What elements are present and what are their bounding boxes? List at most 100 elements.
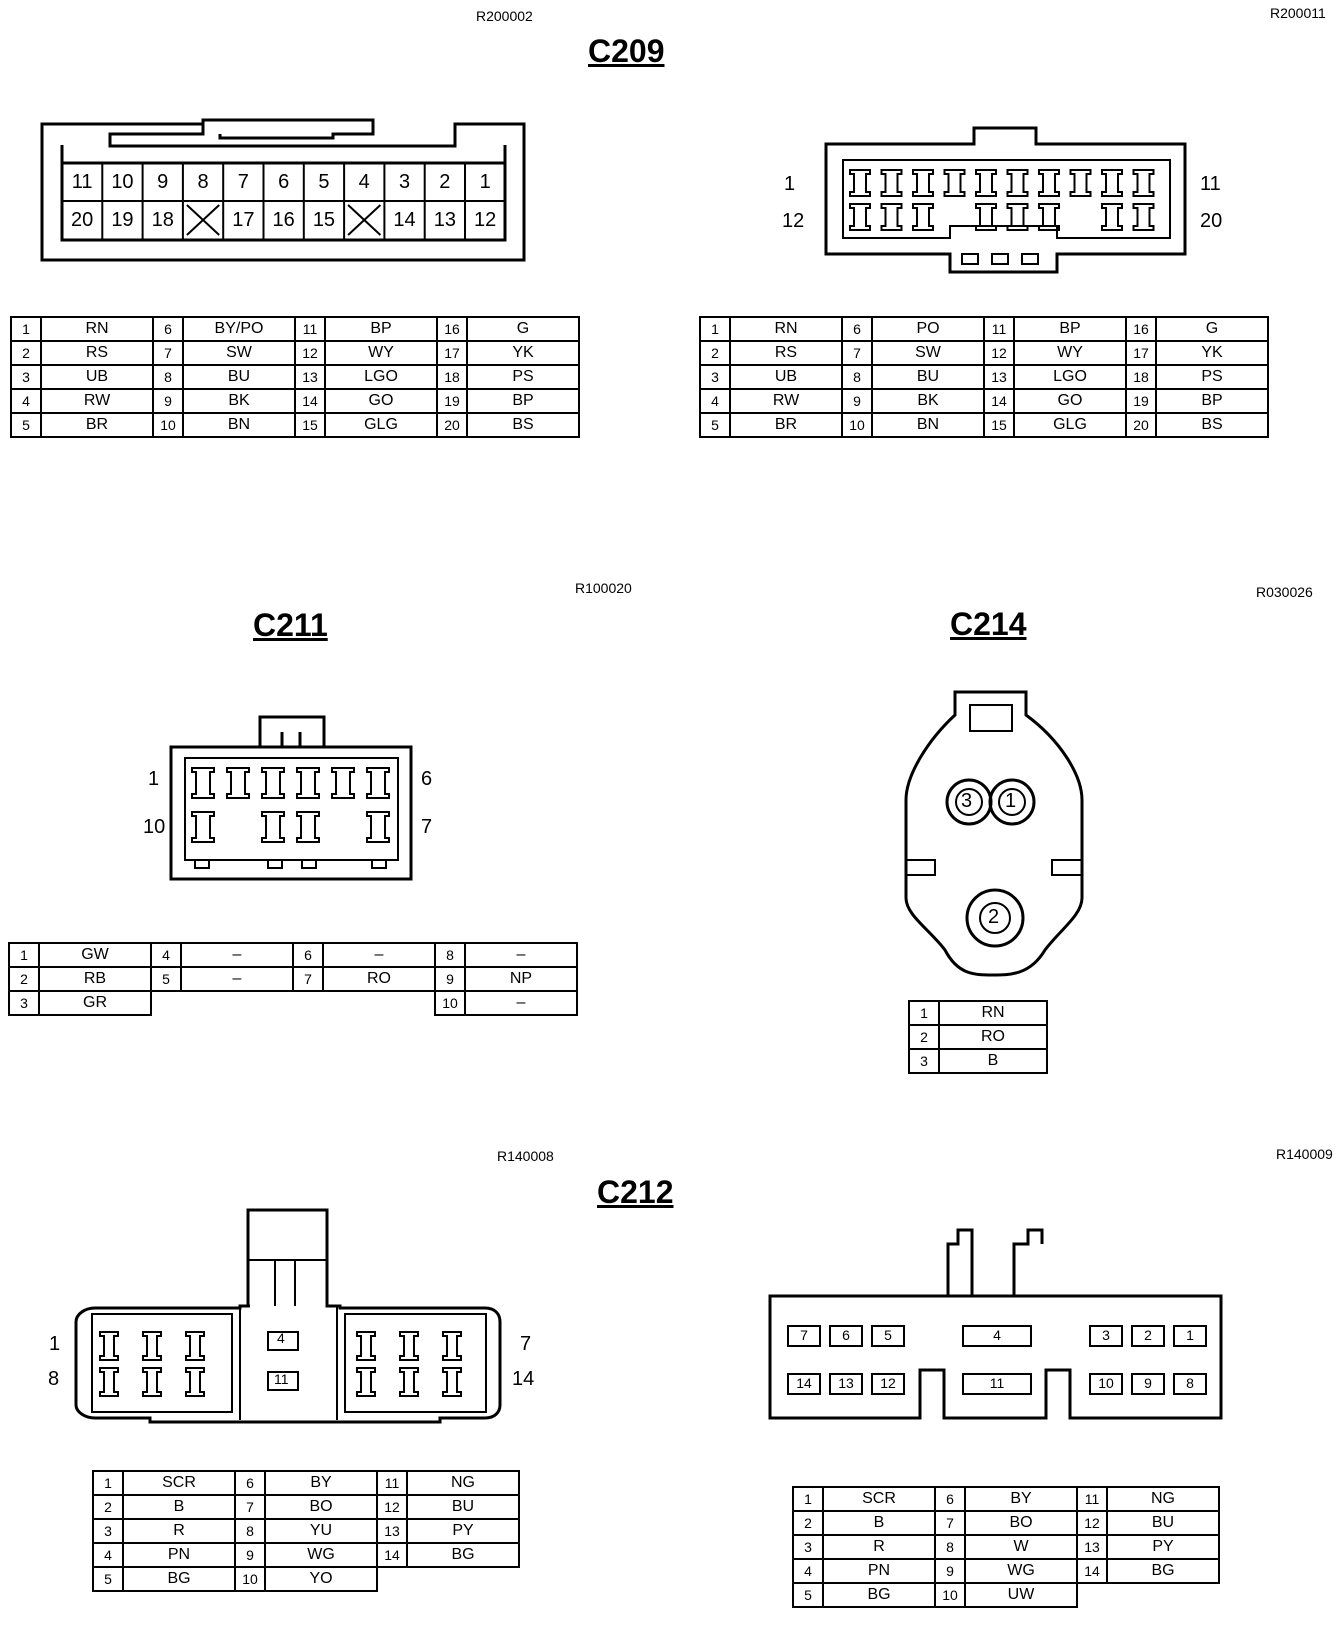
pin-number-cell: 3	[8, 990, 40, 1016]
pin-number-cell: 5	[792, 1582, 824, 1608]
wire-color-cell: BG	[406, 1542, 520, 1568]
wire-color-cell: BK	[871, 388, 985, 414]
pin-number-cell: 4	[10, 388, 42, 414]
pin-number-cell: 1	[908, 1000, 940, 1026]
wire-color-cell: GW	[38, 942, 152, 968]
c209b-label-20: 20	[1200, 210, 1223, 232]
c209a-pin-19: 19	[111, 209, 134, 231]
wire-color-cell: NG	[406, 1470, 520, 1496]
pin-number-cell: 2	[699, 340, 731, 366]
wire-color-cell: GO	[1013, 388, 1127, 414]
wire-color-cell: –	[464, 990, 578, 1016]
wire-color-cell: –	[464, 942, 578, 968]
c209a-pin-14: 14	[393, 209, 416, 231]
c212b-pin-3: 3	[1102, 1327, 1110, 1343]
pin-number-cell: 6	[292, 942, 324, 968]
c212b-pin-4: 4	[993, 1327, 1001, 1343]
pin-number-cell: 20	[1125, 412, 1157, 438]
wire-color-cell: BU	[1106, 1510, 1220, 1536]
c212b-pin-1: 1	[1186, 1327, 1194, 1343]
pin-number-cell	[377, 1567, 407, 1591]
pin-number-cell: 15	[294, 412, 326, 438]
wire-color-cell: UB	[40, 364, 154, 390]
wire-color-cell: BU	[406, 1494, 520, 1520]
pin-number-cell: 5	[92, 1566, 124, 1592]
wire-color-cell: BG	[822, 1582, 936, 1608]
c212b-connector	[768, 1228, 1223, 1420]
pin-number-cell: 10	[934, 1582, 966, 1608]
pin-number-cell: 4	[699, 388, 731, 414]
pin-number-cell: 13	[1076, 1534, 1108, 1560]
wire-color-cell: RN	[40, 316, 154, 342]
pin-number-cell: 12	[376, 1494, 408, 1520]
title-c212: C212	[597, 1174, 674, 1210]
pin-number-cell: 8	[234, 1518, 266, 1544]
c212b-pin-13: 13	[838, 1375, 854, 1391]
pin-number-cell: 1	[10, 316, 42, 342]
wire-color-cell: NG	[1106, 1486, 1220, 1512]
pin-number-cell: 13	[376, 1518, 408, 1544]
c212a-pin-11: 11	[274, 1371, 289, 1387]
wire-color-cell: BN	[182, 412, 296, 438]
pin-number-cell: 19	[1125, 388, 1157, 414]
wire-color-cell: BR	[40, 412, 154, 438]
pin-number-cell: 8	[434, 942, 466, 968]
wire-color-cell: BU	[182, 364, 296, 390]
c209a-pin-10: 10	[111, 171, 134, 193]
wire-color-cell: GLG	[324, 412, 438, 438]
c212b-pin-8: 8	[1186, 1375, 1194, 1391]
c209a-pin-4: 4	[358, 171, 370, 193]
c214-connector	[904, 690, 1084, 977]
wire-color-cell: RO	[938, 1024, 1048, 1050]
wire-color-cell: RB	[38, 966, 152, 992]
wire-color-cell: BO	[264, 1494, 378, 1520]
wire-color-cell: RN	[938, 1000, 1048, 1026]
wire-color-cell: BU	[871, 364, 985, 390]
pin-number-cell: 13	[294, 364, 326, 390]
wire-color-cell: YU	[264, 1518, 378, 1544]
pin-number-cell: 9	[934, 1558, 966, 1584]
pin-number-cell: 14	[983, 388, 1015, 414]
c209b-label-12: 12	[782, 210, 805, 232]
c209b-label-1: 1	[784, 173, 796, 195]
pin-number-cell: 19	[436, 388, 468, 414]
c211-label-6: 6	[421, 768, 433, 790]
wire-color-cell: PO	[871, 316, 985, 342]
wire-color-cell: RW	[40, 388, 154, 414]
wire-color-cell: –	[322, 942, 436, 968]
wire-color-cell: YK	[466, 340, 580, 366]
wire-color-cell: W	[964, 1534, 1078, 1560]
pin-number-cell: 3	[92, 1518, 124, 1544]
c212b-pin-5: 5	[884, 1327, 892, 1343]
pin-number-cell: 8	[934, 1534, 966, 1560]
c212a-label-8: 8	[48, 1368, 60, 1390]
pin-number-cell: 13	[983, 364, 1015, 390]
wire-color-cell: B	[822, 1510, 936, 1536]
c209a-pin-16: 16	[272, 209, 295, 231]
pin-number-cell: 7	[234, 1494, 266, 1520]
c209-face-b	[824, 126, 1187, 274]
wire-color-cell: GR	[38, 990, 152, 1016]
pin-number-cell: 8	[841, 364, 873, 390]
pin-number-cell	[1077, 1583, 1107, 1607]
pin-number-cell: 10	[434, 990, 466, 1016]
c212a-pin-4: 4	[277, 1330, 285, 1346]
title-c211: C211	[253, 607, 328, 643]
wire-color-cell: BO	[964, 1510, 1078, 1536]
pin-number-cell: 3	[699, 364, 731, 390]
pin-number-cell: 4	[792, 1558, 824, 1584]
pin-number-cell: 1	[92, 1470, 124, 1496]
c214-pin-2: 2	[988, 906, 1000, 928]
